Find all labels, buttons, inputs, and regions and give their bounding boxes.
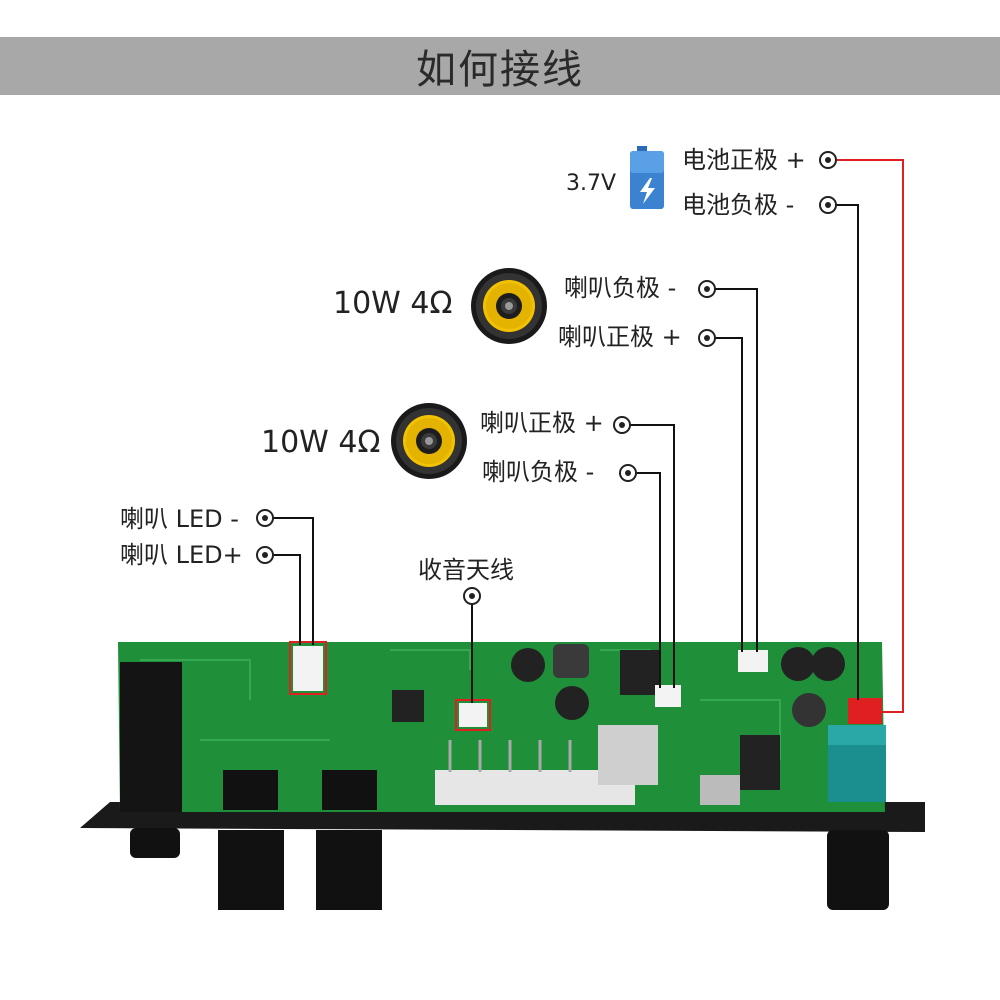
- speaker-left-positive-label: 喇叭正极 +: [480, 409, 604, 437]
- battery-negative-label: 电池负极 -: [682, 191, 795, 219]
- speaker-right-negative-label: 喇叭负极 -: [564, 274, 677, 302]
- page-title: 如何接线: [416, 47, 584, 93]
- battery-positive-label: 电池正极 +: [682, 146, 806, 174]
- speaker-left-negative-label: 喇叭负极 -: [482, 458, 595, 486]
- terminal-icon: [698, 329, 716, 347]
- terminal-icon: [619, 464, 637, 482]
- terminal-icon: [819, 151, 837, 169]
- terminal-icon: [698, 280, 716, 298]
- terminal-icon: [256, 509, 274, 527]
- terminal-icon: [463, 587, 481, 605]
- title-bar: 如何接线: [0, 37, 1000, 95]
- speaker-right-positive-label: 喇叭正极 +: [558, 323, 682, 351]
- led-positive-label: 喇叭 LED+: [120, 541, 243, 569]
- battery-voltage: 3.7V: [566, 171, 617, 196]
- speaker-right-spec: 10W 4Ω: [333, 286, 453, 321]
- terminal-icon: [256, 546, 274, 564]
- terminal-icon: [613, 416, 631, 434]
- led-negative-label: 喇叭 LED -: [120, 505, 239, 533]
- antenna-label: 收音天线: [418, 556, 514, 584]
- speaker-left-spec: 10W 4Ω: [261, 425, 381, 460]
- terminal-icon: [819, 196, 837, 214]
